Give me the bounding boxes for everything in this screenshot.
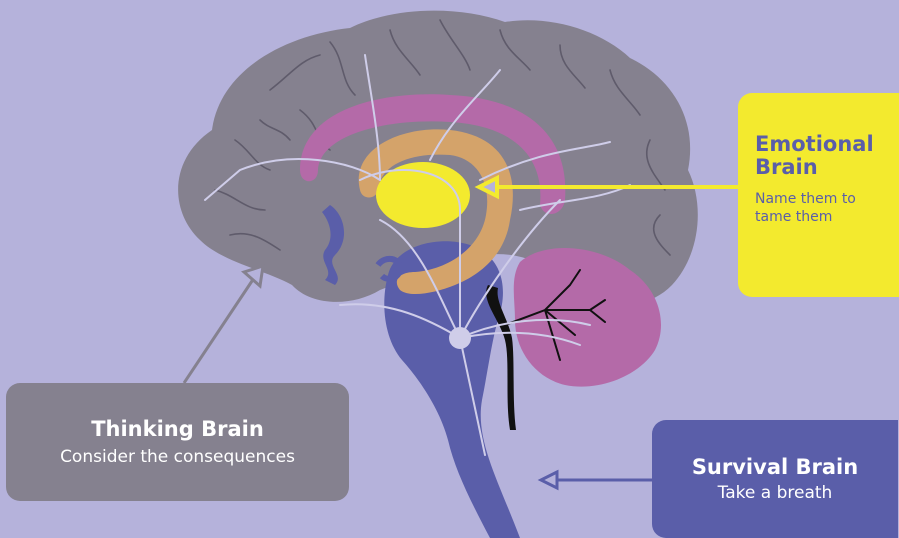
- emotional-brain-title: Emotional Brain: [755, 133, 883, 179]
- survival-brain-callout: Survival Brain Take a breath: [652, 420, 898, 538]
- survival-brain-subtitle: Take a breath: [718, 483, 833, 503]
- thinking-pointer: [184, 266, 263, 383]
- survival-brain-title: Survival Brain: [692, 455, 858, 479]
- thinking-brain-callout: Thinking Brain Consider the consequences: [6, 383, 349, 501]
- survival-pointer: [541, 472, 652, 488]
- emotional-brain-subtitle: Name them to tame them: [755, 191, 875, 226]
- pathway-hub: [449, 327, 471, 349]
- thinking-brain-subtitle: Consider the consequences: [60, 447, 295, 467]
- thinking-brain-title: Thinking Brain: [91, 417, 264, 441]
- emotional-brain-callout: Emotional Brain Name them to tame them: [738, 93, 899, 297]
